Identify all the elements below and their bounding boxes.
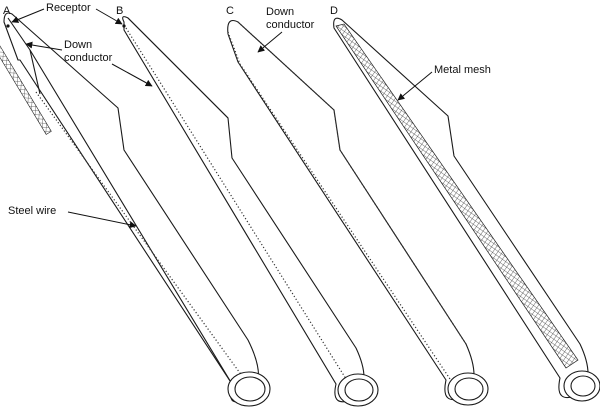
blade-c-down-conductor (227, 31, 457, 389)
arrow-down-conductor-b (111, 63, 153, 87)
blade-b (122, 16, 379, 407)
blade-a-tip-fold (29, 49, 41, 95)
blade-d (333, 17, 600, 402)
label-receptor: Receptor (46, 2, 91, 14)
label-steel-wire: Steel wire (8, 205, 56, 217)
blade-a-down-conductor-strip (0, 45, 52, 135)
blade-b-receptor-dot (122, 24, 126, 28)
arrow-metal-mesh (397, 71, 433, 101)
label-metal-mesh: Metal mesh (434, 64, 491, 76)
arrow-receptor-b (95, 8, 123, 25)
label-down-conductor-c-2: conductor (266, 19, 315, 31)
blade-a-leading-edge (7, 17, 233, 385)
arrow-down-conductor-a (25, 41, 63, 51)
panel-letter-d: D (330, 5, 338, 17)
label-down-conductor-c-1: Down (266, 6, 294, 18)
panel-letter-a: A (3, 5, 11, 17)
blade-b-root-inner (344, 378, 374, 402)
blade-c-root-inner (454, 377, 484, 401)
blade-a (0, 12, 271, 407)
blade-c (227, 19, 489, 406)
blade-a-steel-wire (35, 91, 246, 381)
label-down-conductor-ab-2: conductor (64, 52, 113, 64)
panel-letter-b: B (116, 5, 123, 17)
blade-b-trailing (127, 17, 229, 119)
label-down-conductor-ab-1: Down (64, 39, 92, 51)
blade-c-outline (227, 19, 475, 401)
blade-a-root-inner (234, 376, 266, 402)
blade-a-receptor-dot (6, 24, 10, 28)
arrow-steel-wire (67, 211, 137, 229)
arrow-down-conductor-c (257, 31, 283, 53)
blade-c-down-conductor-edge (237, 21, 467, 345)
blade-d-root-inner (570, 375, 596, 397)
blade-d-metal-mesh (335, 23, 579, 369)
panel-letter-c: C (226, 5, 234, 17)
arrow-receptor-a (11, 8, 45, 23)
